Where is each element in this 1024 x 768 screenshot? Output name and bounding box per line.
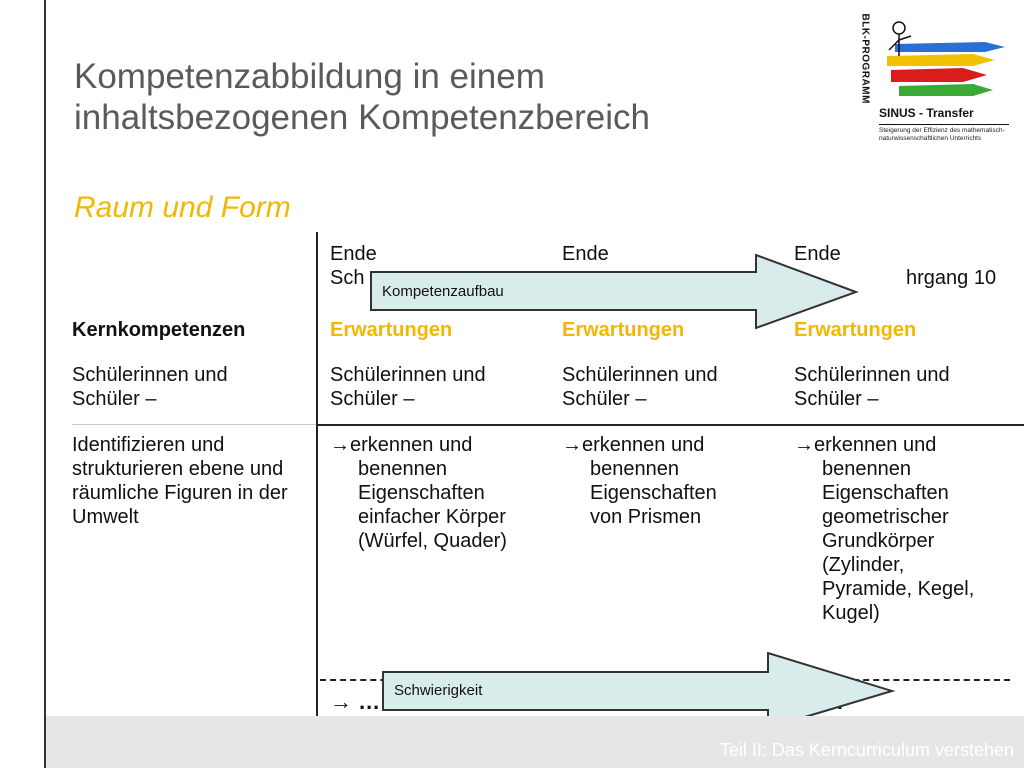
table-row-separator bbox=[316, 424, 1024, 426]
col-header-3-cont: hrgang 10 bbox=[906, 267, 997, 289]
table-row-separator-left bbox=[72, 424, 316, 425]
footer-text: Teil II: Das Kerncurriculum verstehen bbox=[719, 740, 1014, 760]
row2-col1: →erkennen und benennen Eigenschaften ein… bbox=[330, 434, 507, 552]
sinus-logo: BLK-PROGRAMM SINUS - Transfer Steigerung… bbox=[855, 14, 1015, 164]
table-vertical-line bbox=[316, 232, 318, 718]
ellipsis-left: → … bbox=[330, 689, 381, 714]
row1-col1: Schülerinnen und Schüler – bbox=[330, 364, 486, 410]
schwierigkeit-arrow: Schwierigkeit bbox=[382, 652, 896, 730]
kompetenzaufbau-arrow: Kompetenzaufbau bbox=[370, 254, 860, 330]
erwartungen-3: Erwartungen bbox=[794, 319, 917, 341]
col-header-1: Ende Sch bbox=[330, 243, 377, 289]
erwartungen-1: Erwartungen bbox=[330, 319, 453, 341]
col-header-2: Ende bbox=[562, 243, 609, 265]
logo-divider bbox=[879, 124, 1009, 125]
slide-title: Kompetenzabbildung in einem inhaltsbezog… bbox=[74, 57, 650, 137]
pencils-icon bbox=[887, 21, 1005, 96]
row1-col2: Schülerinnen und Schüler – bbox=[562, 364, 718, 410]
logo-tagline: Steigerung der Effizienz des mathematisc… bbox=[879, 127, 1005, 142]
slide-subtitle: Raum und Form bbox=[74, 191, 291, 224]
row1-col3: Schülerinnen und Schüler – bbox=[794, 364, 950, 410]
left-band bbox=[0, 0, 44, 768]
logo-brand: SINUS - Transfer bbox=[879, 106, 974, 120]
row1-col0: Schülerinnen und Schüler – bbox=[72, 364, 228, 410]
erwartungen-2: Erwartungen bbox=[562, 319, 685, 341]
row2-col3: →erkennen und benennen Eigenschaften geo… bbox=[794, 434, 975, 624]
schwierigkeit-label: Schwierigkeit bbox=[394, 682, 483, 699]
footer-bar: Teil II: Das Kerncurriculum verstehen bbox=[46, 716, 1024, 768]
col-header-3: Ende bbox=[794, 243, 841, 265]
row2-col2: →erkennen und benennen Eigenschaften von… bbox=[562, 434, 717, 528]
row2-col0: Identifizieren und strukturieren ebene u… bbox=[72, 434, 288, 528]
left-rule bbox=[44, 0, 46, 768]
kompetenzaufbau-label: Kompetenzaufbau bbox=[382, 283, 504, 300]
kernkompetenzen-label: Kernkompetenzen bbox=[72, 319, 246, 341]
